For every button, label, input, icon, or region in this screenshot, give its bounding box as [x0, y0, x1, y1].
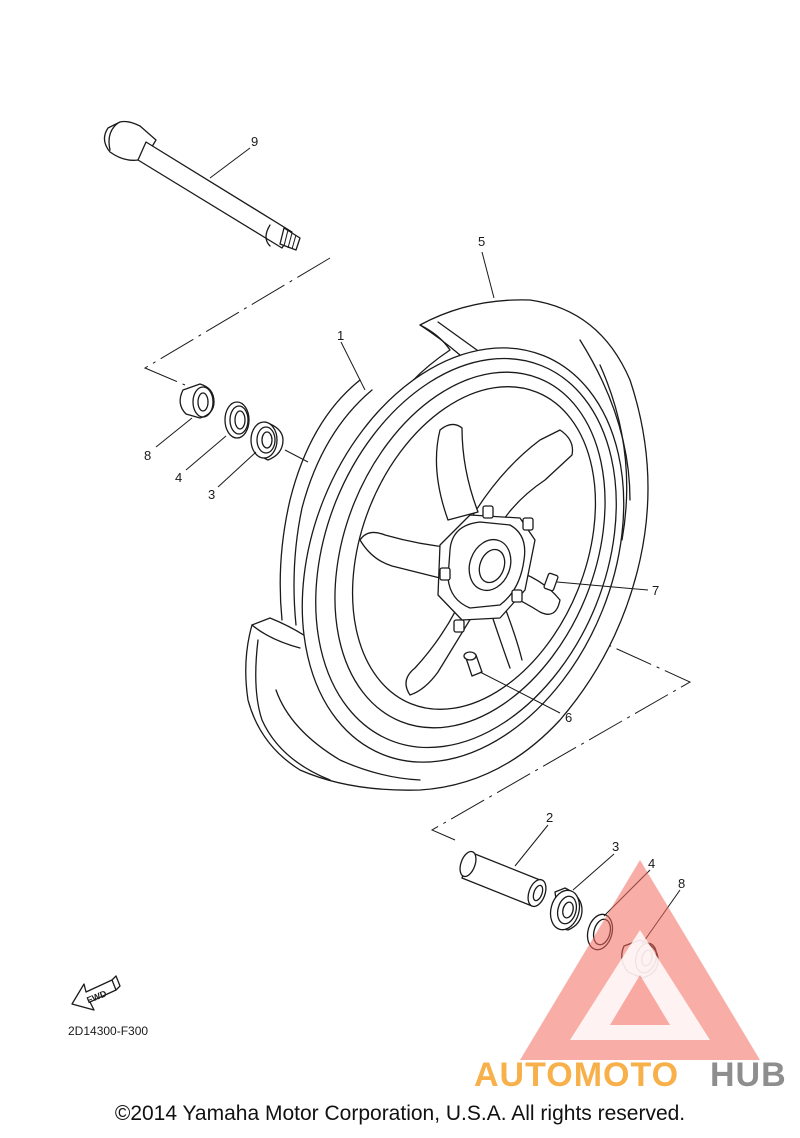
- collar-left: [179, 383, 215, 419]
- callout-8-right: 8: [678, 876, 685, 891]
- callout-4-right: 4: [648, 856, 655, 871]
- callout-5: 5: [478, 234, 485, 249]
- balance-weight: [543, 572, 559, 592]
- oil-seal-left: [224, 401, 250, 439]
- fwd-arrow-icon: FWD: [71, 975, 121, 1011]
- leader-lines: [155, 147, 681, 945]
- axle-shaft: [103, 120, 301, 251]
- callout-2: 2: [546, 810, 553, 825]
- callout-1: 1: [337, 328, 344, 343]
- assembly-axis-lines: [143, 257, 692, 841]
- copyright-footer: ©2014 Yamaha Motor Corporation, U.S.A. A…: [114, 1102, 686, 1125]
- callout-9: 9: [251, 134, 258, 149]
- wheel-hub: [437, 505, 536, 633]
- callout-6: 6: [565, 710, 572, 725]
- callout-4-left: 4: [175, 470, 182, 485]
- callout-8-left: 8: [144, 448, 151, 463]
- watermark-hub: HUB: [710, 1056, 787, 1094]
- callout-3-left: 3: [208, 487, 215, 502]
- watermark-automoto: AUTOMOTO: [474, 1056, 679, 1094]
- callout-7: 7: [652, 583, 659, 598]
- callout-3-right: 3: [612, 839, 619, 854]
- bearing-right: [549, 887, 583, 931]
- spacer: [459, 850, 547, 908]
- automotohub-watermark: AUTOMOTO HUB: [474, 860, 787, 1094]
- part-code: 2D14300-F300: [68, 1024, 148, 1038]
- bearing-left: [250, 421, 284, 461]
- callout-labels: 9 5 1 8 4 3 7 6 2 3 4 8: [144, 134, 685, 891]
- tire-valve: [463, 651, 483, 677]
